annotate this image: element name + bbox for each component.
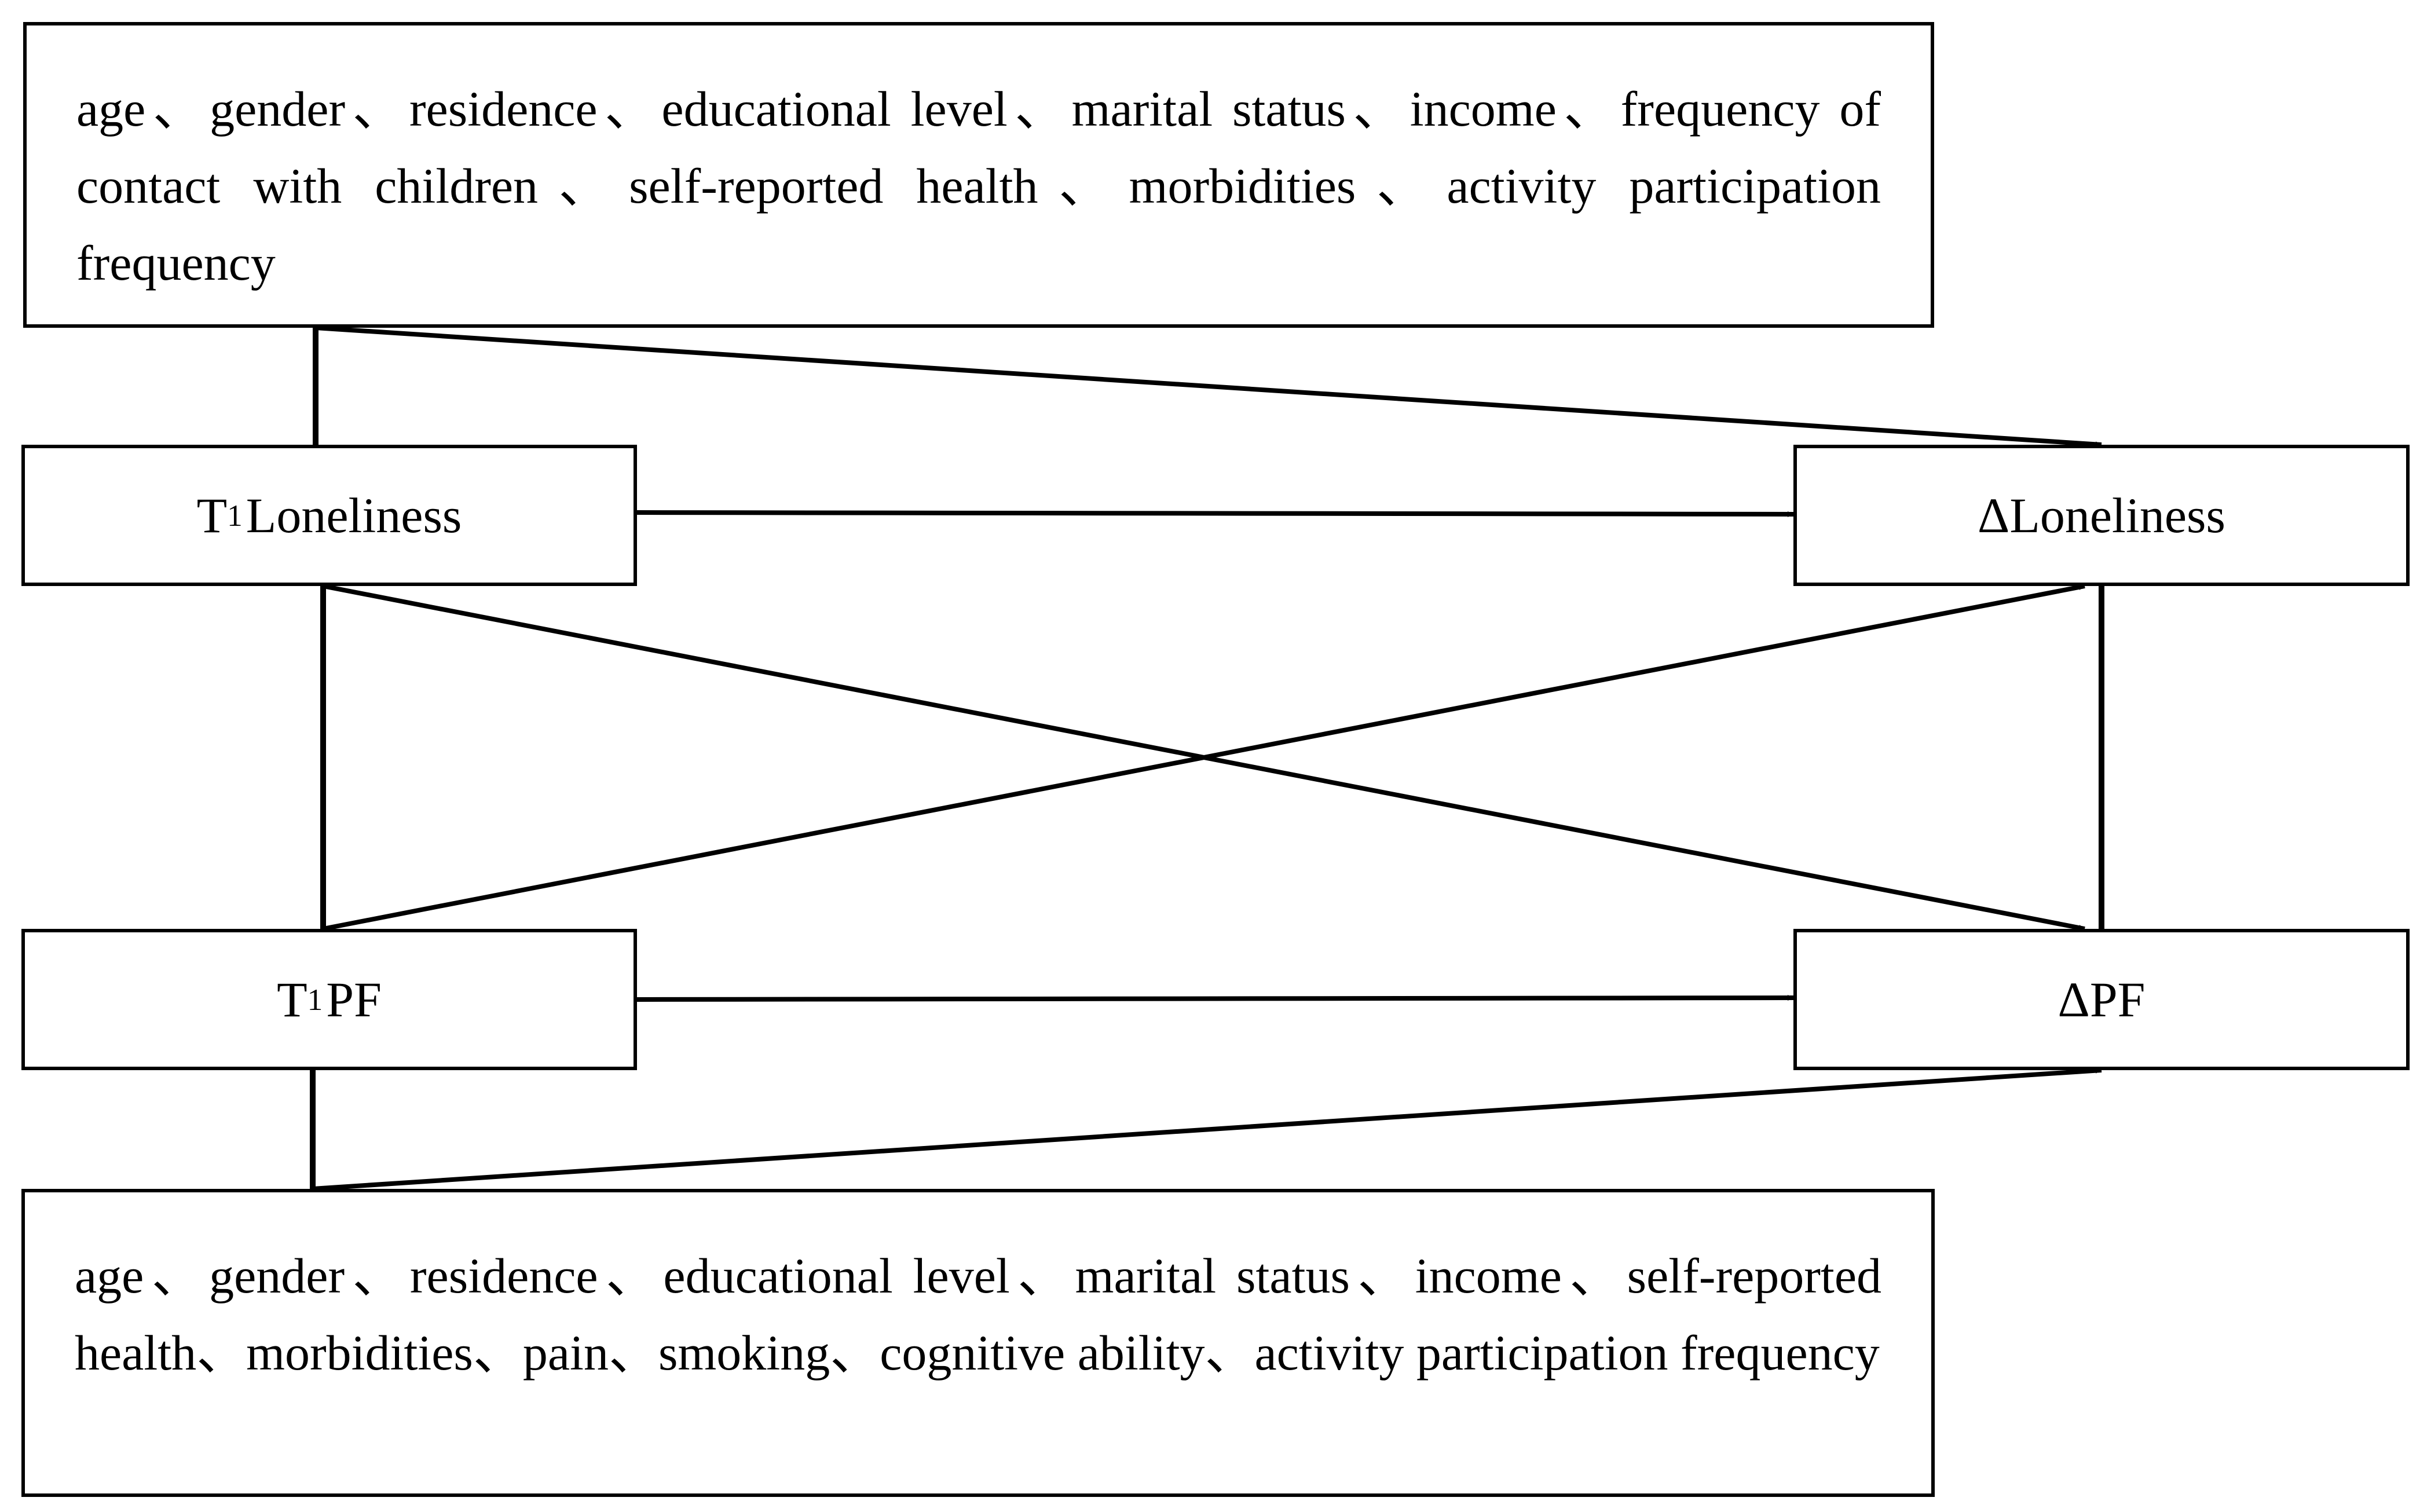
arrow-covtop-deltaloneliness [315,325,2102,448]
t1-loneliness-subscript: 1 [227,498,243,533]
arrow-t1loneliness-deltaloneliness [636,510,1794,517]
covariates-bottom-text: age、gender、residence、educational level、m… [75,1248,1881,1381]
t1-loneliness-label: Loneliness [246,488,462,543]
arrow-t1pf-deltaloneliness [323,584,2085,931]
t1-pf-label: PF [326,972,382,1027]
delta-loneliness-label: ΔLoneliness [1978,488,2225,543]
delta-pf-label: ΔPF [2057,972,2146,1027]
t1-loneliness-prefix: T [196,488,228,543]
covariates-bottom-box: age、gender、residence、educational level、m… [21,1189,1935,1497]
arrow-covbottom-deltapf [312,1067,2102,1191]
delta-pf-box: ΔPF [1793,929,2410,1070]
t1-pf-subscript: 1 [307,982,323,1017]
t1-pf-prefix: T [277,972,307,1027]
delta-loneliness-box: ΔLoneliness [1793,445,2410,586]
arrow-t1pf-deltapf [636,995,1794,1002]
covariates-top-text: age、gender、residence、educational level、m… [76,81,1881,291]
covariates-top-box: age、gender、residence、educational level、m… [23,22,1934,328]
